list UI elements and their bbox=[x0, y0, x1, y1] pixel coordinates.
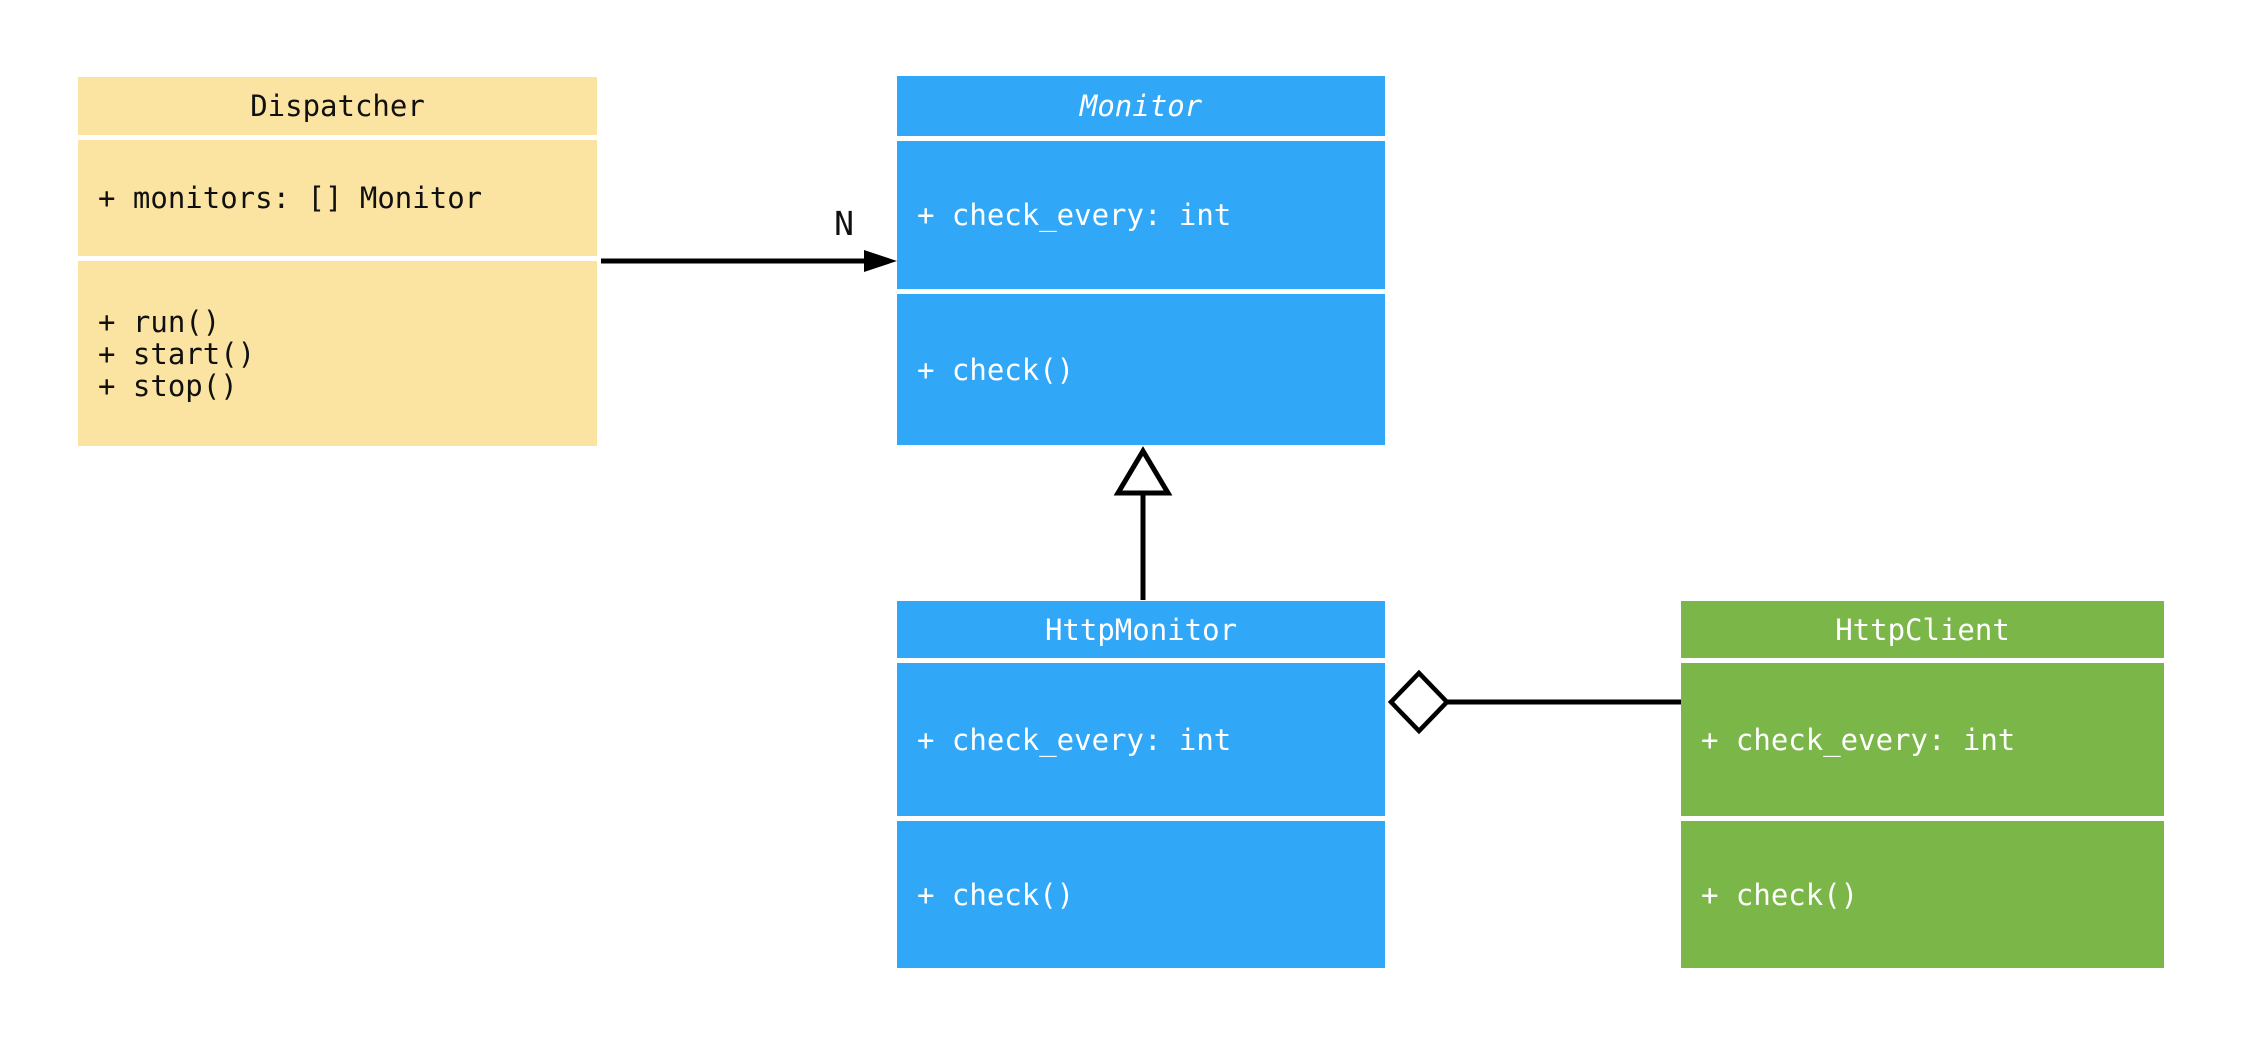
inheritance-triangle-icon bbox=[1113, 446, 1173, 496]
class-monitor-title: Monitor bbox=[897, 76, 1385, 136]
association-arrowhead-icon bbox=[864, 250, 897, 272]
class-dispatcher-methods: + run() + start() + stop() bbox=[78, 261, 597, 446]
method-line: + run() bbox=[98, 304, 221, 339]
attribute-line: + monitors: [] Monitor bbox=[98, 181, 483, 215]
method-line: + start() bbox=[98, 336, 256, 371]
method-line: + check() bbox=[917, 877, 1075, 912]
class-dispatcher-attributes: + monitors: [] Monitor bbox=[78, 140, 597, 256]
class-dispatcher: Dispatcher + monitors: [] Monitor + run(… bbox=[78, 77, 597, 446]
method-line: + check() bbox=[1701, 877, 1859, 912]
class-http-monitor-attributes: + check_every: int bbox=[897, 663, 1385, 816]
method-line: + check() bbox=[917, 352, 1075, 387]
class-http-monitor-methods: + check() bbox=[897, 821, 1385, 968]
class-http-client-title: HttpClient bbox=[1681, 601, 2164, 658]
class-http-monitor: HttpMonitor + check_every: int + check() bbox=[897, 601, 1385, 968]
class-dispatcher-title: Dispatcher bbox=[78, 77, 597, 135]
attribute-line: + check_every: int bbox=[917, 722, 1232, 757]
attribute-line: + check_every: int bbox=[1701, 722, 2016, 757]
method-line: + stop() bbox=[98, 368, 238, 403]
class-http-client-methods: + check() bbox=[1681, 821, 2164, 968]
class-http-client-attributes: + check_every: int bbox=[1681, 663, 2164, 816]
class-monitor-methods: + check() bbox=[897, 294, 1385, 445]
attribute-line: + check_every: int bbox=[917, 198, 1232, 232]
class-monitor-attributes: + check_every: int bbox=[897, 141, 1385, 289]
association-multiplicity-label: N bbox=[834, 204, 854, 243]
class-monitor: Monitor + check_every: int + check() bbox=[897, 76, 1385, 445]
class-http-monitor-title: HttpMonitor bbox=[897, 601, 1385, 658]
aggregation-diamond-icon bbox=[1387, 669, 1451, 735]
class-http-client: HttpClient + check_every: int + check() bbox=[1681, 601, 2164, 968]
